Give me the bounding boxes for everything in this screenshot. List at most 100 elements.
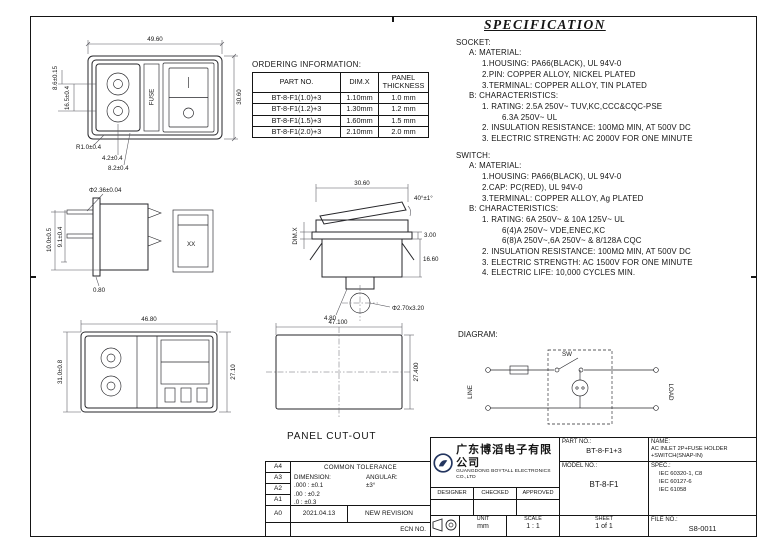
- side-snap-hooks: [147, 207, 162, 247]
- name-label: NAME:: [651, 439, 671, 445]
- side-view-drawing: Φ2.36±0.04 10.0±0.5 9.1±0.4 0.80 XX: [46, 187, 214, 294]
- dim-mid-r1: 3.00: [424, 232, 437, 239]
- table-row: BT-8-F1(1.5)+3 1.60mm 1.5 mm: [252, 114, 429, 127]
- panel-cutout-label: PANEL CUT-OUT: [287, 431, 377, 442]
- wiring-diagram: LINE LOAD SW: [467, 349, 674, 425]
- specification-title: SPECIFICATION: [484, 17, 606, 32]
- ecn-no-label: ECN NO.: [290, 522, 431, 537]
- model-no-label: MODEL NO.:: [562, 463, 598, 469]
- dimx-cell: 1.30mm: [340, 103, 379, 116]
- side-pin-leader: [86, 193, 104, 212]
- part-no-cell: BT-8-F1(1.2)+3: [252, 103, 341, 116]
- ordering-information-table: PART NO. DIM.X PANEL THICKNESS BT-8-F1(1…: [252, 72, 429, 139]
- spec-line: 1.HOUSING: PA66(BLACK), UL 94V-0: [482, 172, 622, 182]
- front-rocker-switch: [162, 62, 215, 133]
- dim-rear-height: 27.10: [230, 364, 237, 380]
- dimx-cell: 1.60mm: [340, 114, 379, 127]
- panel-cell: 1.0 mm: [378, 91, 429, 105]
- diagram-sw-label: SW: [562, 351, 572, 358]
- col-header-panel-thickness: PANEL THICKNESS: [378, 72, 429, 93]
- spec-line: 6.3A 250V~ UL: [502, 112, 558, 122]
- model-no-value: BT-8-F1: [589, 479, 619, 489]
- company-name-cn: 广东博滔电子有限公司: [456, 442, 553, 469]
- dim-front-bottom-a: 4.2±0.4: [102, 155, 123, 162]
- dim-front-left-b: 16.5±0.4: [64, 85, 71, 110]
- designer-signature-cell: [430, 499, 474, 516]
- scale-label: SCALE: [524, 516, 542, 522]
- angular-label: ANGULAR:: [366, 473, 398, 481]
- dim-mid-width: 30.60: [354, 180, 370, 187]
- col-header-part-no: PART NO.: [252, 72, 341, 93]
- spec-line: 1. RATING: 2.5A 250V~ TUV,KC,CCC&CQC-PSE: [482, 101, 663, 111]
- mid-bottom-leaders: [335, 288, 391, 316]
- projection-symbol-icon: [432, 518, 457, 532]
- dim-front-radius: R1.0±0.4: [76, 144, 102, 151]
- rear-body-outline: [80, 331, 218, 413]
- dim-mid-dimx: DIM.X: [292, 227, 299, 244]
- diagram-title: DIAGRAM:: [458, 330, 498, 339]
- table-row: BT-8-F1(1.2)+3 1.30mm 1.2 mm: [252, 103, 429, 116]
- front-leader-lines: [93, 124, 131, 166]
- revision-blank-cell: [265, 522, 291, 537]
- diagram-line-label: LINE: [467, 385, 474, 399]
- mid-centerlines: [342, 285, 378, 321]
- front-fuse-drawer: [143, 63, 160, 132]
- revision-row-a0: A0: [265, 505, 291, 523]
- part-no-block: PART NO.: BT-8-F1+3: [559, 437, 649, 462]
- part-no-value: BT-8-F1+3: [586, 445, 622, 455]
- panel-cell: 1.2 mm: [378, 103, 429, 116]
- dim-front-height: 30.60: [236, 89, 243, 105]
- spec-line: 2.CAP: PC(RED), UL 94V-0: [482, 182, 583, 192]
- spec-standard-line: IEC 60127-6: [659, 478, 692, 485]
- file-no-block: FILE NO.: S8-0011: [648, 515, 757, 537]
- frame-tick-top: [392, 16, 394, 22]
- unit-value: mm: [477, 522, 489, 530]
- dim-mid-r2: 16.60: [423, 256, 439, 263]
- fuse-label: FUSE: [149, 89, 156, 106]
- dim-rear-left: 31.0±0.8: [57, 359, 64, 384]
- side-bottom-leader: [95, 276, 100, 287]
- mid-dimx-dimension: [300, 222, 312, 249]
- spec-line: 6(4)A 250V~ VDE,ENEC,KC: [502, 225, 606, 235]
- dim-front-bottom-b: 8.2±0.4: [108, 165, 129, 172]
- tolerance-block: COMMON TOLERANCE DIMENSION: .000 : ±0.1 …: [290, 461, 431, 506]
- dim-side-h1: 10.0±0.5: [46, 227, 53, 252]
- dim-cut-height: 27.400: [413, 362, 420, 381]
- dim-side-b: 0.80: [93, 287, 106, 294]
- revision-date: 2021.04.13: [290, 505, 348, 523]
- spec-line: 3. ELECTRIC STRENGTH: AC 1500V FOR ONE M…: [482, 257, 693, 267]
- panel-cell: 1.5 mm: [378, 114, 429, 127]
- part-no-cell: BT-8-F1(2.0)+3: [252, 125, 341, 139]
- front-left-dimensions: [58, 70, 96, 112]
- tolerance-line: .0 : ±0.3: [294, 499, 317, 507]
- dim-rear-width: 46.80: [141, 316, 157, 323]
- spec-line: 2.PIN: COPPER ALLOY, NICKEL PLATED: [482, 69, 636, 79]
- socket-characteristics-heading: B: CHARACTERISTICS:: [469, 91, 559, 101]
- approved-signature-cell: [516, 499, 560, 516]
- table-row: BT-8-F1(1.0)+3 1.10mm 1.0 mm: [252, 91, 429, 105]
- switch-characteristics-heading: B: CHARACTERISTICS:: [469, 204, 559, 214]
- file-no-label: FILE NO.:: [651, 517, 678, 523]
- rear-view-drawing: 46.80 31.0±0.8 27.10: [57, 316, 237, 413]
- company-block: 广东博滔电子有限公司 GUANGDONG BOYTALL ELECTRONICS…: [430, 437, 560, 488]
- switch-heading: SWITCH:: [456, 150, 491, 160]
- diagram-load-label: LOAD: [667, 384, 674, 401]
- spec-line: 6(8)A 250V~,6A 250V~ & 8/128A CQC: [502, 236, 642, 246]
- switch-contact-symbol: [554, 357, 584, 373]
- socket-heading: SOCKET:: [456, 37, 491, 47]
- mid-rocker-cap: [315, 201, 409, 233]
- file-no-value: S8-0011: [688, 523, 717, 533]
- tolerance-title: COMMON TOLERANCE: [324, 464, 397, 471]
- side-iso-view: [172, 209, 214, 273]
- spec-line: 2. INSULATION RESISTANCE: 100MΩ MIN, AT …: [482, 247, 691, 257]
- sheet-value: 1 of 1: [595, 522, 613, 530]
- col-header-dimx: DIM.X: [340, 72, 379, 93]
- side-xx-marking: XX: [187, 241, 195, 248]
- spec-line: 1.HOUSING: PA66(BLACK), UL 94V-0: [482, 59, 622, 69]
- diagram-switch-boundary: [547, 349, 613, 425]
- sheet-block: SHEET 1 of 1: [559, 515, 649, 537]
- revision-description: NEW REVISION: [347, 505, 431, 523]
- dim-side-h2: 9.1±0.4: [57, 226, 64, 247]
- spec-line: 4. ELECTRIC LIFE: 10,000 CYCLES MIN.: [482, 268, 636, 278]
